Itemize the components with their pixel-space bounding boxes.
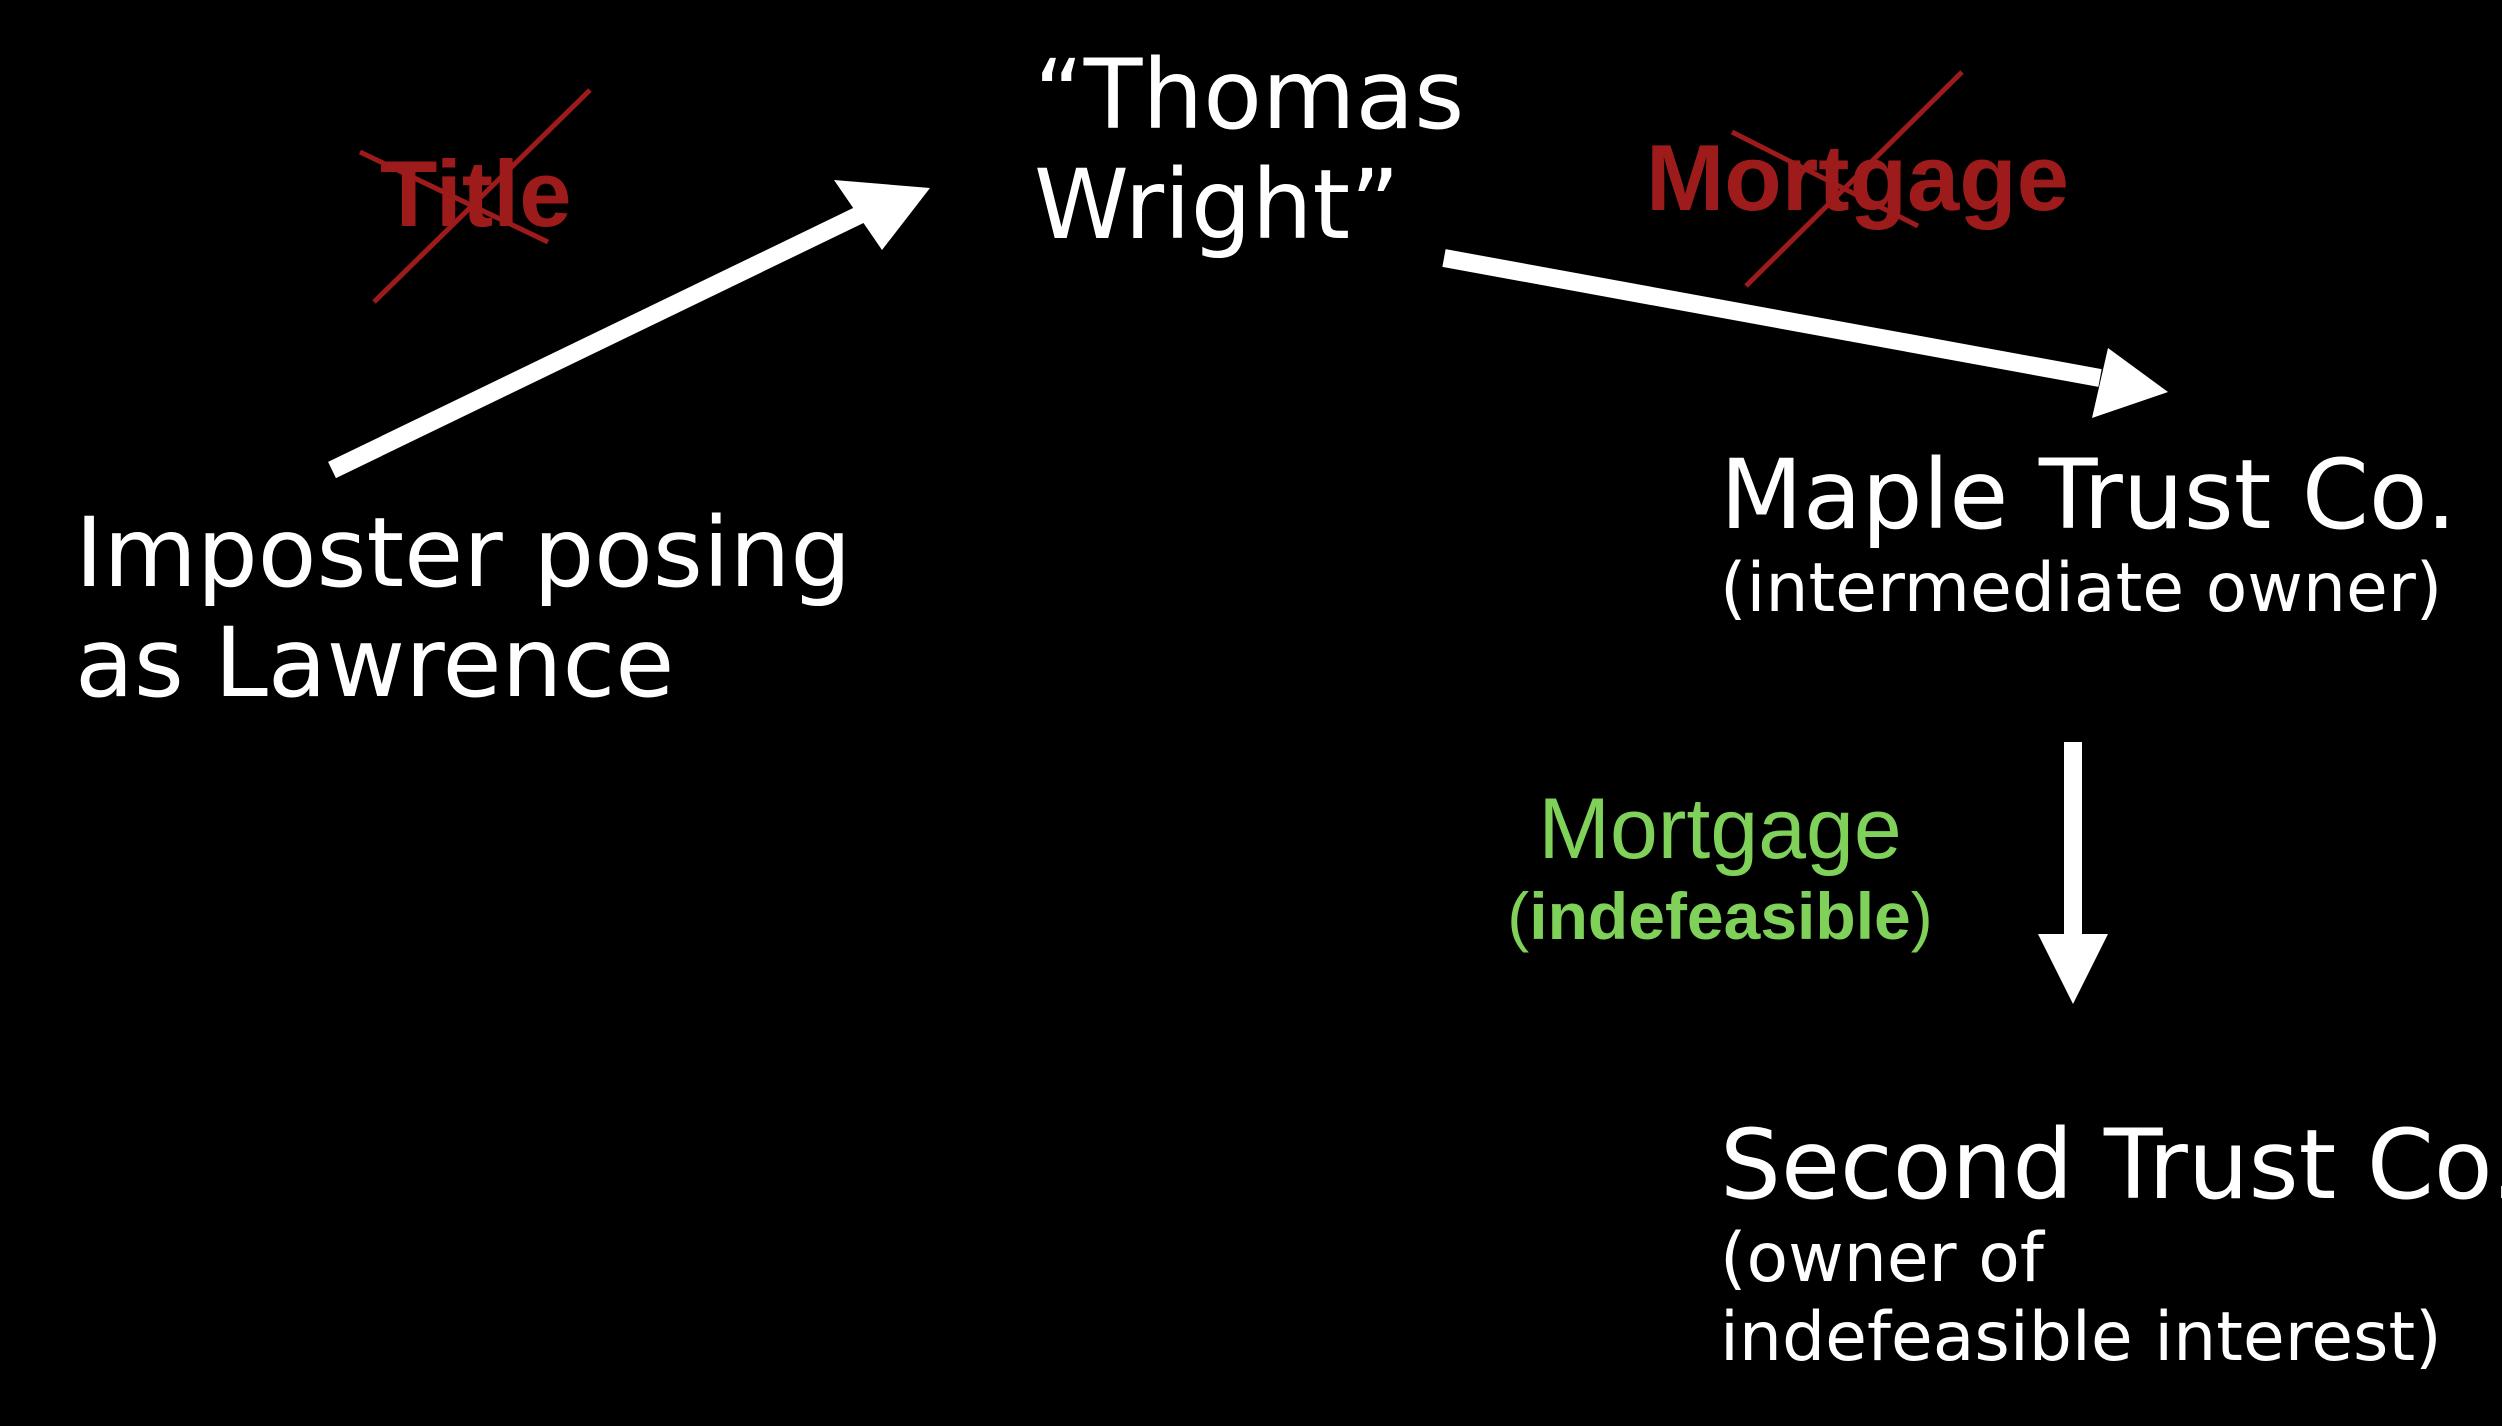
thomas-line-1: “Thomas: [1034, 39, 1465, 151]
second-subtitle-line-2: indefeasible interest): [1720, 1297, 2442, 1377]
edge-label-mortgage-struck: Mortgage: [1646, 125, 2069, 230]
note-open-paren: (: [1507, 878, 1530, 953]
arrow-shaft: [1442, 249, 2102, 387]
arrow-head: [2038, 934, 2108, 1004]
arrow-maple-to-second: [2038, 742, 2108, 1004]
imposter-line-1: Imposter posing: [75, 497, 852, 609]
node-maple-trust: Maple Trust Co. (intermediate owner): [1720, 440, 2456, 629]
arrow-head: [834, 180, 930, 250]
node-thomas-wright: “Thomas Wright”: [1034, 40, 1464, 261]
note-close-paren: ): [1910, 878, 1933, 953]
arrow-head: [2092, 348, 2168, 418]
edge-label-mortgage-valid: Mortgage (indefeasible): [1470, 780, 1970, 955]
note-indefeasible: indefeasible: [1529, 878, 1911, 953]
second-subtitle-line-1: (owner of: [1720, 1219, 2044, 1299]
arrow-thomas-to-maple: [1442, 249, 2168, 418]
indefeasible-note: (indefeasible): [1470, 879, 1970, 955]
imposter-line-2: as Lawrence: [75, 607, 675, 720]
maple-subtitle: (intermediate owner): [1720, 549, 2443, 629]
edge-label-title-struck: Title: [380, 141, 572, 246]
node-imposter: Imposter posing as Lawrence: [75, 498, 851, 719]
thomas-line-2: Wright”: [1034, 149, 1400, 262]
maple-title: Maple Trust Co.: [1720, 439, 2457, 551]
valid-mortgage-label: Mortgage: [1538, 781, 1902, 877]
node-second-trust: Second Trust Co. (owner of indefeasible …: [1720, 1110, 2502, 1377]
second-title: Second Trust Co.: [1720, 1109, 2502, 1221]
